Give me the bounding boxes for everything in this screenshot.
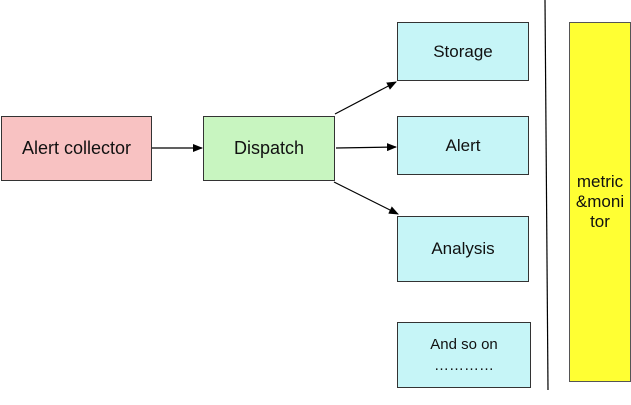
analysis-node: Analysis <box>397 216 529 282</box>
alert-collector-node: Alert collector <box>1 116 152 181</box>
storage-node: Storage <box>397 22 529 81</box>
analysis-label: Analysis <box>431 239 495 258</box>
and-so-on-node: And so on ………… <box>397 322 531 388</box>
edge-dispatch-to-storage <box>334 81 397 115</box>
dispatch-label: Dispatch <box>233 138 305 158</box>
edge-dispatch-to-alert <box>335 143 397 152</box>
edge-dispatch-to-analysis <box>333 181 399 215</box>
alert-collector-label: Alert collector <box>21 138 132 158</box>
metric-monitor-label: metric&monitor <box>575 172 625 231</box>
and-so-on-dots: ………… <box>434 357 494 374</box>
separator-line <box>544 0 549 391</box>
and-so-on-label: And so on <box>430 336 498 353</box>
metric-monitor-panel: metric&monitor <box>569 22 631 382</box>
dispatch-node: Dispatch <box>203 116 335 181</box>
storage-label: Storage <box>433 41 493 61</box>
alert-node: Alert <box>397 116 529 175</box>
alert-label: Alert <box>445 135 481 155</box>
